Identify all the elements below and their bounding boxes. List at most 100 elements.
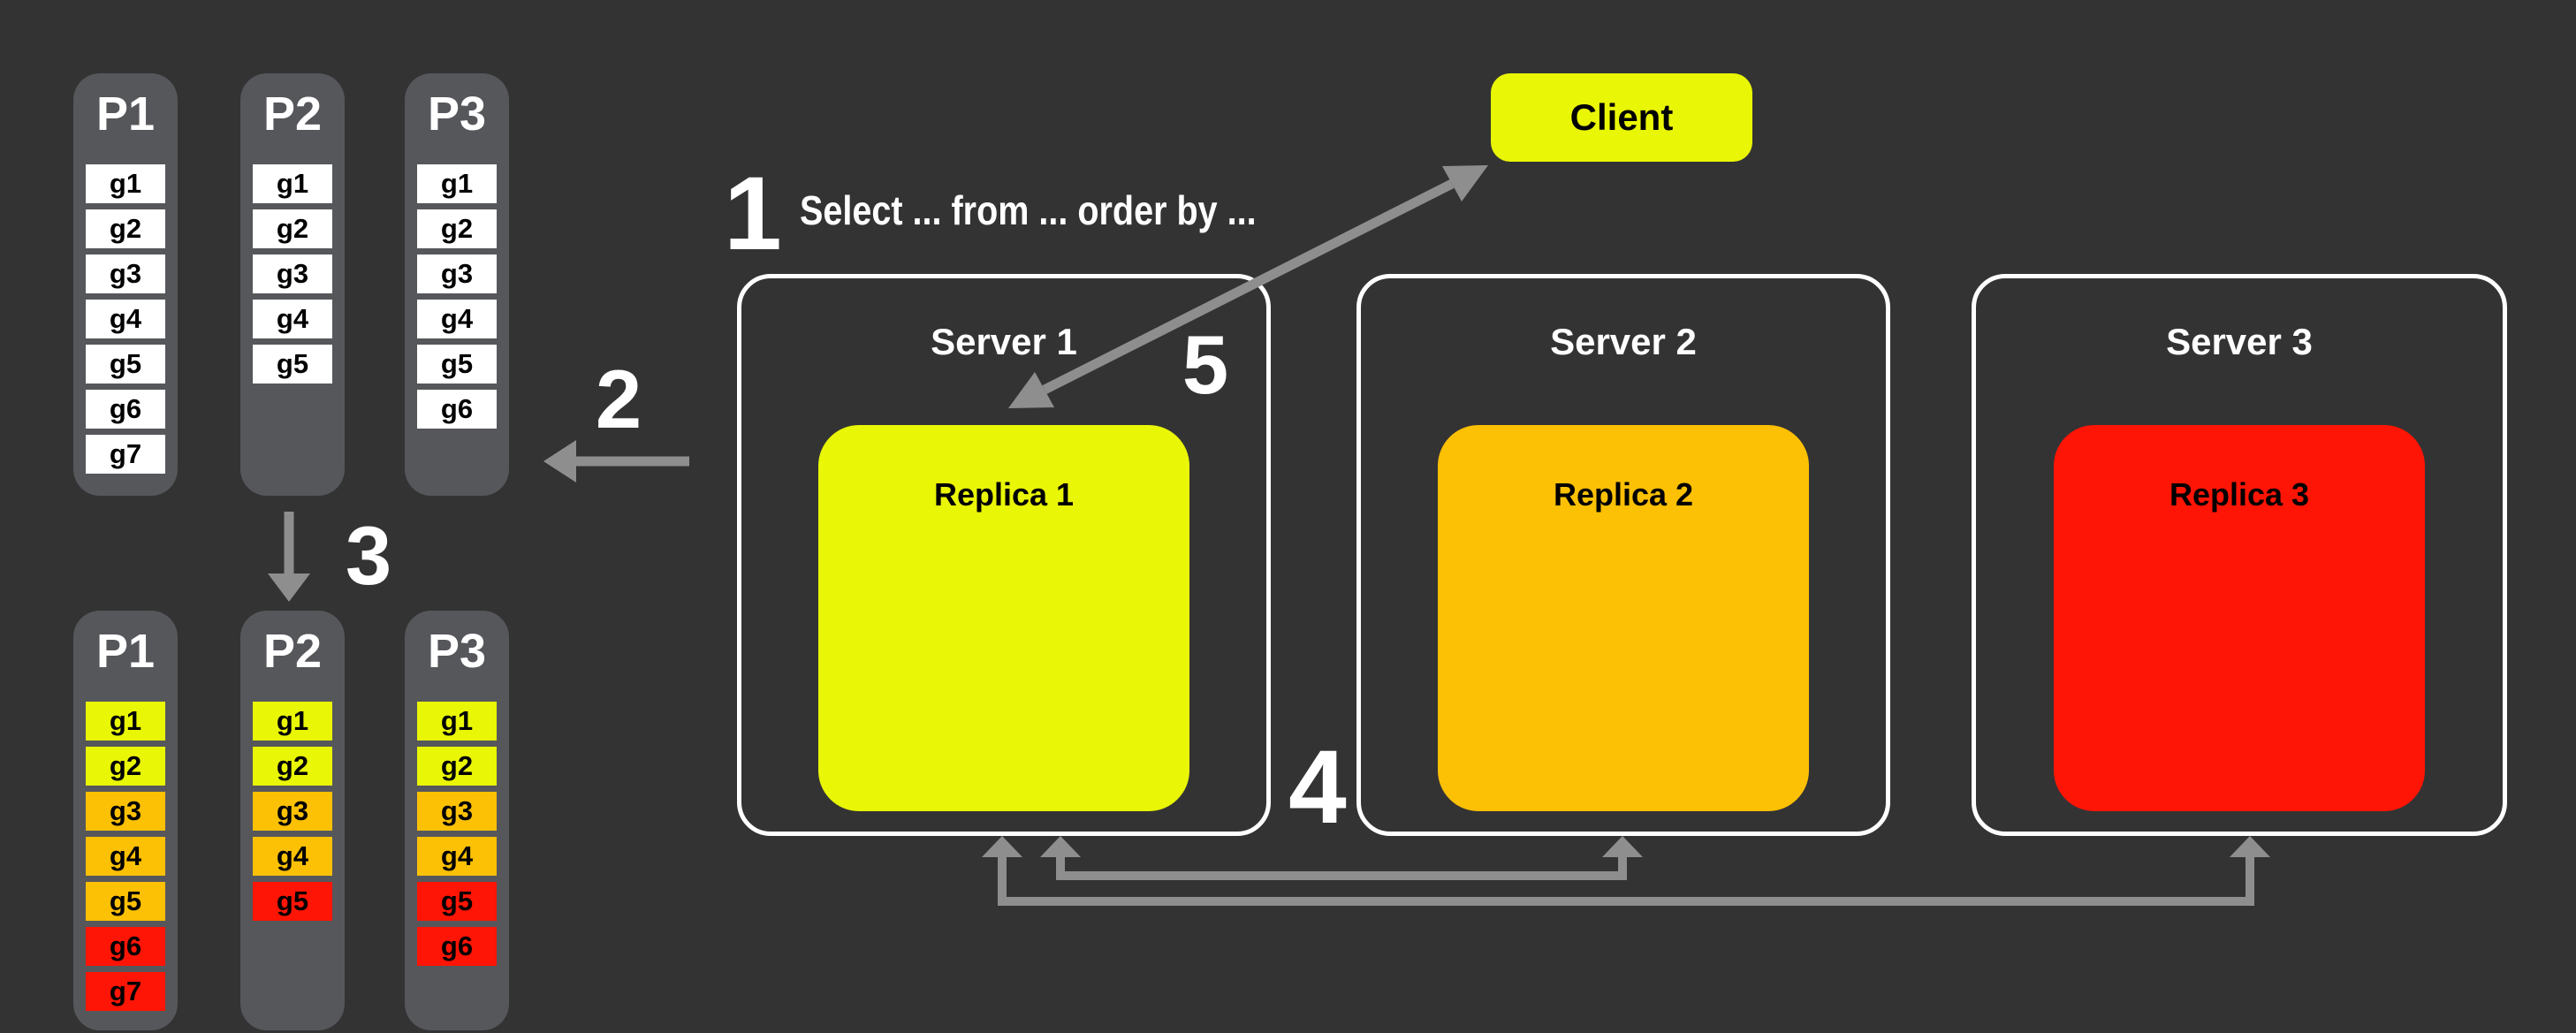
partition-cells: g1 g2 g3 g4 g5 g6 xyxy=(417,702,497,966)
group-cell: g4 xyxy=(86,837,165,876)
step-3-number: 3 xyxy=(345,509,392,602)
step-2-arrow xyxy=(543,440,689,482)
group-cell: g3 xyxy=(253,792,332,831)
group-cell: g2 xyxy=(253,747,332,786)
group-cell-label: g1 xyxy=(440,168,474,199)
group-cell: g6 xyxy=(86,927,165,966)
group-cell-label: g3 xyxy=(276,258,309,289)
group-cell: g2 xyxy=(253,209,332,248)
partition-label: P3 xyxy=(427,87,487,141)
group-cell: g4 xyxy=(417,300,497,338)
group-cell-label: g5 xyxy=(109,348,142,379)
server-1-box: Server 1 Replica 1 xyxy=(737,274,1271,836)
group-cell-label: g5 xyxy=(440,348,474,379)
partition-cells: g1 g2 g3 g4 g5 xyxy=(253,164,332,384)
step-4-number: 4 xyxy=(1288,729,1347,846)
replication-arrow-server3-to-server1 xyxy=(982,836,2270,906)
group-cell: g6 xyxy=(86,390,165,429)
partition-cells: g1 g2 g3 g4 g5 xyxy=(253,702,332,921)
group-cell: g5 xyxy=(417,882,497,921)
group-cell-label: g2 xyxy=(276,213,309,244)
partition-after-p1: P1 g1 g2 g3 g4 g5 g6 g7 xyxy=(73,611,178,1030)
server-label: Server 3 xyxy=(2166,321,2313,362)
group-cell: g2 xyxy=(417,747,497,786)
group-cell: g4 xyxy=(86,300,165,338)
step-1-number: 1 xyxy=(724,156,782,272)
group-cell-label: g5 xyxy=(276,885,309,916)
partition-label: P2 xyxy=(262,87,323,141)
replica-label: Replica 2 xyxy=(1553,476,1694,513)
group-cell: g3 xyxy=(417,792,497,831)
group-cell: g5 xyxy=(86,882,165,921)
replica-3-box: Replica 3 xyxy=(2054,425,2425,811)
group-cell: g2 xyxy=(417,209,497,248)
group-cell-label: g3 xyxy=(109,795,142,826)
group-cell-label: g6 xyxy=(109,393,142,424)
query-text: Select ... from ... order by ... xyxy=(800,187,1257,233)
partition-after-p2: P2 g1 g2 g3 g4 g5 xyxy=(240,611,345,1030)
partition-label: P2 xyxy=(262,625,323,678)
partition-label: P1 xyxy=(95,625,156,678)
group-cell: g5 xyxy=(417,345,497,384)
group-cell-label: g5 xyxy=(440,885,474,916)
partition-cells: g1 g2 g3 g4 g5 g6 xyxy=(417,164,497,429)
group-cell: g1 xyxy=(417,702,497,741)
group-cell-label: g5 xyxy=(109,885,142,916)
group-cell: g6 xyxy=(417,927,497,966)
arrowhead-left xyxy=(543,440,576,482)
group-cell: g7 xyxy=(86,972,165,1011)
group-cell-label: g3 xyxy=(276,795,309,826)
group-cell: g4 xyxy=(253,837,332,876)
group-cell-label: g5 xyxy=(276,348,309,379)
group-cell-label: g4 xyxy=(276,303,309,334)
group-cell-label: g4 xyxy=(440,840,474,871)
group-cell-label: g4 xyxy=(109,840,142,871)
client-box: Client xyxy=(1491,73,1752,162)
arrowhead-up-server3 xyxy=(2230,836,2270,857)
arrowhead-up-server2 xyxy=(1602,836,1643,857)
group-cell-label: g1 xyxy=(276,168,309,199)
partition-label: P3 xyxy=(427,625,487,678)
replica-2-box: Replica 2 xyxy=(1438,425,1809,811)
group-cell: g1 xyxy=(417,164,497,203)
server-label: Server 2 xyxy=(1550,321,1697,362)
group-cell: g1 xyxy=(86,164,165,203)
group-cell-label: g1 xyxy=(109,705,142,736)
group-cell-label: g7 xyxy=(109,438,142,469)
group-cell: g5 xyxy=(253,345,332,384)
partition-before-p3: P3 g1 g2 g3 g4 g5 g6 xyxy=(405,73,509,496)
group-cell-label: g6 xyxy=(440,393,474,424)
partition-cells: g1 g2 g3 g4 g5 g6 g7 xyxy=(86,702,165,1011)
replica-1-box: Replica 1 xyxy=(818,425,1189,811)
group-cell-label: g3 xyxy=(440,258,474,289)
group-cell: g5 xyxy=(253,882,332,921)
group-cell: g4 xyxy=(253,300,332,338)
replica-label: Replica 3 xyxy=(2169,476,2310,513)
group-cell: g3 xyxy=(253,254,332,293)
group-cell: g3 xyxy=(417,254,497,293)
partition-cells: g1 g2 g3 g4 g5 g6 g7 xyxy=(86,164,165,474)
group-cell: g1 xyxy=(86,702,165,741)
group-cell-label: g4 xyxy=(109,303,142,334)
group-cell: g1 xyxy=(253,164,332,203)
group-cell-label: g3 xyxy=(109,258,142,289)
group-cell-label: g6 xyxy=(440,930,474,961)
arrowhead-up-server1-outer xyxy=(982,836,1022,857)
partition-label: P1 xyxy=(95,87,156,141)
group-cell-label: g6 xyxy=(109,930,142,961)
group-cell-label: g3 xyxy=(440,795,474,826)
group-cell: g3 xyxy=(86,254,165,293)
group-cell-label: g1 xyxy=(440,705,474,736)
group-cell-label: g2 xyxy=(440,750,474,781)
step-2-number: 2 xyxy=(595,353,642,445)
step-3-arrow xyxy=(268,512,310,602)
group-cell-label: g4 xyxy=(440,303,474,334)
step-5-number: 5 xyxy=(1182,318,1229,411)
group-cell-label: g4 xyxy=(276,840,309,871)
arrowhead-to-client xyxy=(1442,165,1488,201)
replica-label: Replica 1 xyxy=(933,476,1075,513)
group-cell-label: g2 xyxy=(276,750,309,781)
server-3-box: Server 3 Replica 3 xyxy=(1972,274,2507,836)
group-cell: g2 xyxy=(86,209,165,248)
